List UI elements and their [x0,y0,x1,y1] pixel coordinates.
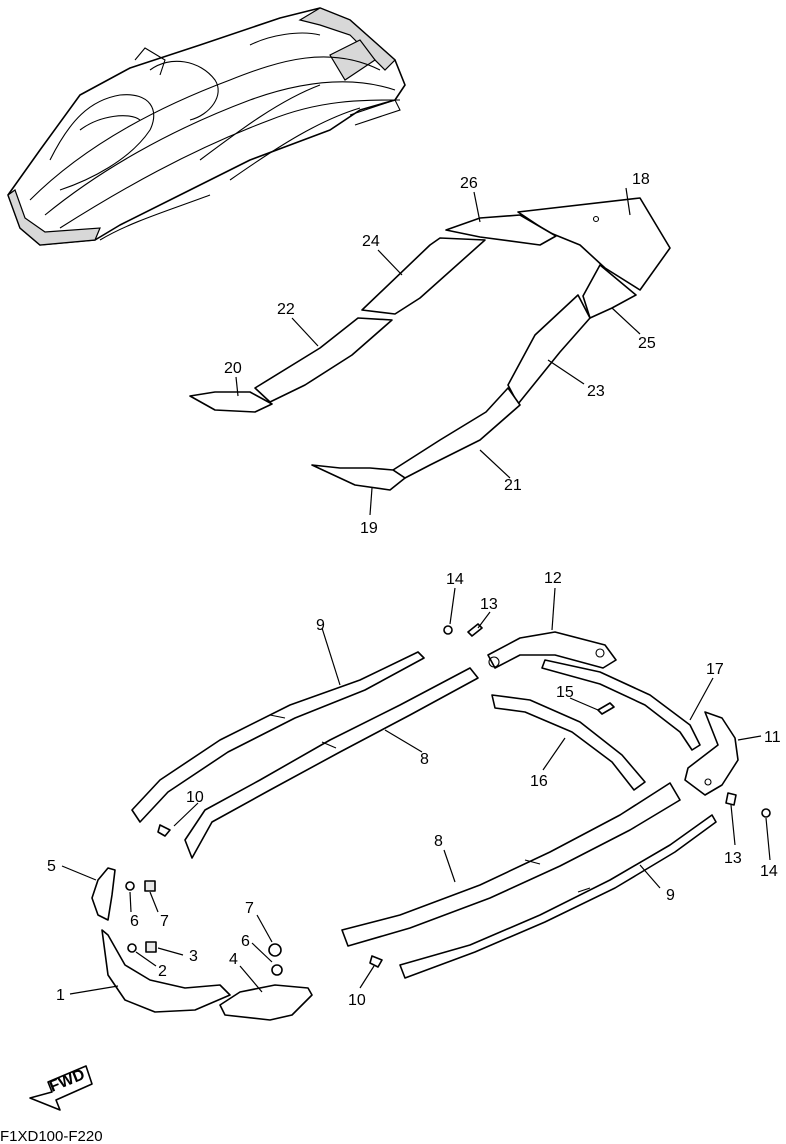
rail-part-17 [541,659,701,751]
mat-part-24 [361,237,486,315]
bumper-part-5 [91,867,116,921]
fwd-arrow: FWD [29,1065,93,1111]
callout-24: 24 [362,233,380,250]
callout-23: 23 [587,383,605,400]
callout-18: 18 [632,171,650,188]
rivet-part-10-b [369,955,383,968]
bumper-part-1 [101,929,231,1013]
callout-20: 20 [224,360,242,377]
bumper-part-12 [487,631,617,669]
leader-lines [61,187,771,995]
callout-7-mid: 7 [245,900,254,917]
callout-11: 11 [764,729,781,746]
callout-13-right: 13 [724,850,742,867]
callout-7-left: 7 [160,913,169,930]
washer-part-6-b [271,964,283,976]
callout-10-bottom: 10 [348,992,366,1009]
callout-13-top: 13 [480,596,498,613]
callout-17: 17 [706,661,724,678]
washer-part-6 [125,881,135,891]
callout-4: 4 [229,951,238,968]
rivet-part-10-a [157,824,171,837]
mat-part-26 [445,214,557,246]
rail-part-16 [491,694,646,791]
bumper-part-11 [684,711,739,796]
washer-part-2 [127,943,137,953]
rail-part-8-upper [184,667,479,859]
callout-10-top: 10 [186,789,204,806]
callout-19: 19 [360,520,378,537]
nut-part-7 [144,880,156,892]
mat-part-20 [189,391,273,413]
mat-part-22 [254,317,393,403]
watercraft-overview-illustration [7,7,406,246]
bumper-part-4 [219,984,313,1021]
callout-16: 16 [530,773,548,790]
callout-8-top: 8 [420,751,429,768]
screw-part-15 [597,702,615,715]
rails-and-bumpers-group [91,623,771,1021]
nut-part-3 [145,941,157,953]
rail-part-9-lower [399,814,717,979]
callout-12: 12 [544,570,562,587]
callout-25: 25 [638,335,656,352]
rail-part-8-lower [341,782,681,947]
rail-part-9-upper [131,651,425,823]
callout-14-top: 14 [446,571,464,588]
mat-part-23 [507,294,591,405]
callout-21: 21 [504,477,522,494]
nut-part-7-b [268,943,282,957]
callout-26: 26 [460,175,478,192]
clip-part-14-b [761,808,771,818]
clip-part-14-a [443,625,453,635]
callout-8-bottom: 8 [434,833,443,850]
callout-14-right: 14 [760,863,778,880]
deck-mats-group [189,197,671,491]
callout-3: 3 [189,948,198,965]
callout-15: 15 [556,684,574,701]
callout-2: 2 [158,963,167,980]
mat-part-21 [392,387,521,479]
callout-22: 22 [277,301,295,318]
callout-9-top: 9 [316,617,325,634]
callout-6-left: 6 [130,913,139,930]
callout-6-mid: 6 [241,933,250,950]
callout-5: 5 [47,858,56,875]
mat-part-19 [311,464,406,491]
callout-1: 1 [56,987,65,1004]
callout-9-bottom: 9 [666,887,675,904]
callout-labels: 18 26 24 22 20 25 23 21 19 14 13 12 9 17… [47,171,781,1009]
drawing-code: F1XD100-F220 [0,1128,103,1144]
screw-part-13-b [725,792,737,806]
